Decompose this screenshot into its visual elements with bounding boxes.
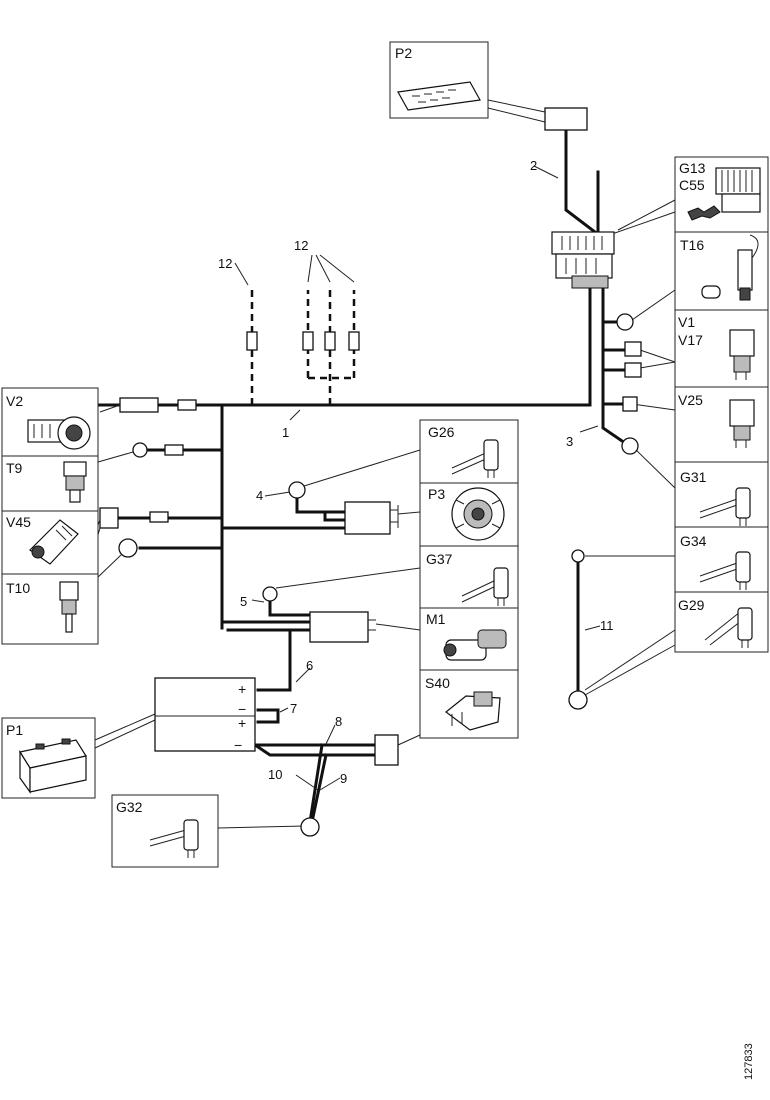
wire-number-8: 8 [335, 714, 342, 729]
wire-number-12-left: 12 [218, 256, 232, 271]
wire-number-4: 4 [256, 488, 263, 503]
label-t10: T10 [6, 580, 30, 596]
valve-icon [729, 399, 755, 448]
callout-lines [91, 99, 676, 829]
component-t9[interactable]: T9 [1, 455, 99, 512]
wire-number-2: 2 [530, 158, 537, 173]
wire-number-12-right: 12 [294, 238, 308, 253]
component-p1[interactable]: P1 [1, 717, 96, 799]
switch-icon [445, 691, 501, 731]
starter-motor-icon [443, 629, 507, 661]
connector-block-icon [687, 167, 761, 221]
nodes [154, 107, 642, 837]
component-g29[interactable]: G29 [674, 591, 769, 653]
drawing-number: 127833 [743, 1043, 755, 1080]
label-t16: T16 [680, 237, 704, 253]
component-v25[interactable]: V25 [674, 386, 769, 463]
p2-connector [544, 107, 588, 131]
component-g26[interactable]: G26 [419, 419, 519, 484]
wire-numbers: 1 2 3 4 5 6 7 8 9 10 11 12 12 [218, 158, 614, 786]
component-m1[interactable]: M1 [419, 607, 519, 671]
ground-bolt-icon [699, 551, 751, 590]
label-g29: G29 [678, 597, 705, 613]
component-t16[interactable]: T16 [674, 231, 769, 311]
wire-number-3: 3 [566, 434, 573, 449]
central-connector [551, 231, 615, 289]
wire-number-6: 6 [306, 658, 313, 673]
component-g34[interactable]: G34 [674, 526, 769, 593]
label-v2: V2 [6, 393, 23, 409]
minus-bottom-sign: − [234, 737, 242, 753]
wire-number-9: 9 [340, 771, 347, 786]
component-v45[interactable]: V45 [1, 510, 99, 575]
control-unit-icon [397, 81, 481, 111]
plus-mid-sign: + [238, 715, 246, 731]
temperature-sensor-icon [59, 581, 79, 633]
solenoid-valve-icon [29, 519, 79, 565]
battery-terminal-block [154, 677, 256, 752]
wire-number-11: 11 [600, 618, 614, 633]
label-m1: M1 [426, 611, 446, 627]
label-p1: P1 [6, 722, 23, 738]
pressure-switch-icon [63, 461, 87, 503]
fuse-12a [246, 331, 258, 351]
wire-number-5: 5 [240, 594, 247, 609]
compressor-valve-icon [27, 416, 91, 450]
component-t10[interactable]: T10 [1, 573, 99, 645]
component-g37[interactable]: G37 [419, 545, 519, 609]
label-s40: S40 [425, 675, 450, 691]
ground-bolt-icon [149, 819, 199, 858]
wire-number-10: 10 [268, 767, 282, 782]
plus-top-sign: + [238, 681, 246, 697]
component-p3[interactable]: P3 [419, 482, 519, 547]
component-v2[interactable]: V2 [1, 387, 99, 457]
harness-wires [98, 128, 631, 824]
label-g31: G31 [680, 469, 707, 485]
sensor-icon [701, 234, 759, 301]
label-g32: G32 [116, 799, 143, 815]
label-p3: P3 [428, 486, 445, 502]
wire-number-1: 1 [282, 425, 289, 440]
fuse-12d [348, 331, 360, 351]
optional-wires-12 [246, 290, 360, 405]
label-v45: V45 [6, 514, 31, 530]
alternator-icon [451, 487, 505, 541]
minus-mid-sign: − [238, 701, 246, 717]
label-v17: V17 [678, 332, 703, 348]
label-g13: G13 [679, 160, 706, 176]
fuse-12b [302, 331, 314, 351]
wire-number-7: 7 [290, 701, 297, 716]
label-p2: P2 [395, 45, 412, 61]
fuse-12c [324, 331, 336, 351]
inline-connectors [99, 397, 197, 558]
ground-bolt-icon [451, 439, 499, 478]
ground-bolt-icon [461, 567, 509, 606]
ground-bolt-icon [699, 487, 751, 526]
valve-icon [729, 329, 755, 380]
component-v1-v17[interactable]: V1 V17 [674, 309, 769, 388]
ground-bolt-icon [704, 607, 753, 648]
component-g31[interactable]: G31 [674, 461, 769, 528]
component-g32[interactable]: G32 [111, 794, 219, 868]
label-t9: T9 [6, 460, 23, 476]
component-s40[interactable]: S40 [419, 669, 519, 739]
component-g13-c55[interactable]: G13 C55 [674, 156, 769, 233]
label-g26: G26 [428, 424, 455, 440]
label-c55: C55 [679, 177, 705, 193]
label-g37: G37 [426, 551, 453, 567]
label-g34: G34 [680, 533, 707, 549]
component-p2[interactable]: P2 [389, 41, 489, 119]
battery-icon [19, 738, 87, 794]
label-v25: V25 [678, 392, 703, 408]
label-v1: V1 [678, 314, 695, 330]
